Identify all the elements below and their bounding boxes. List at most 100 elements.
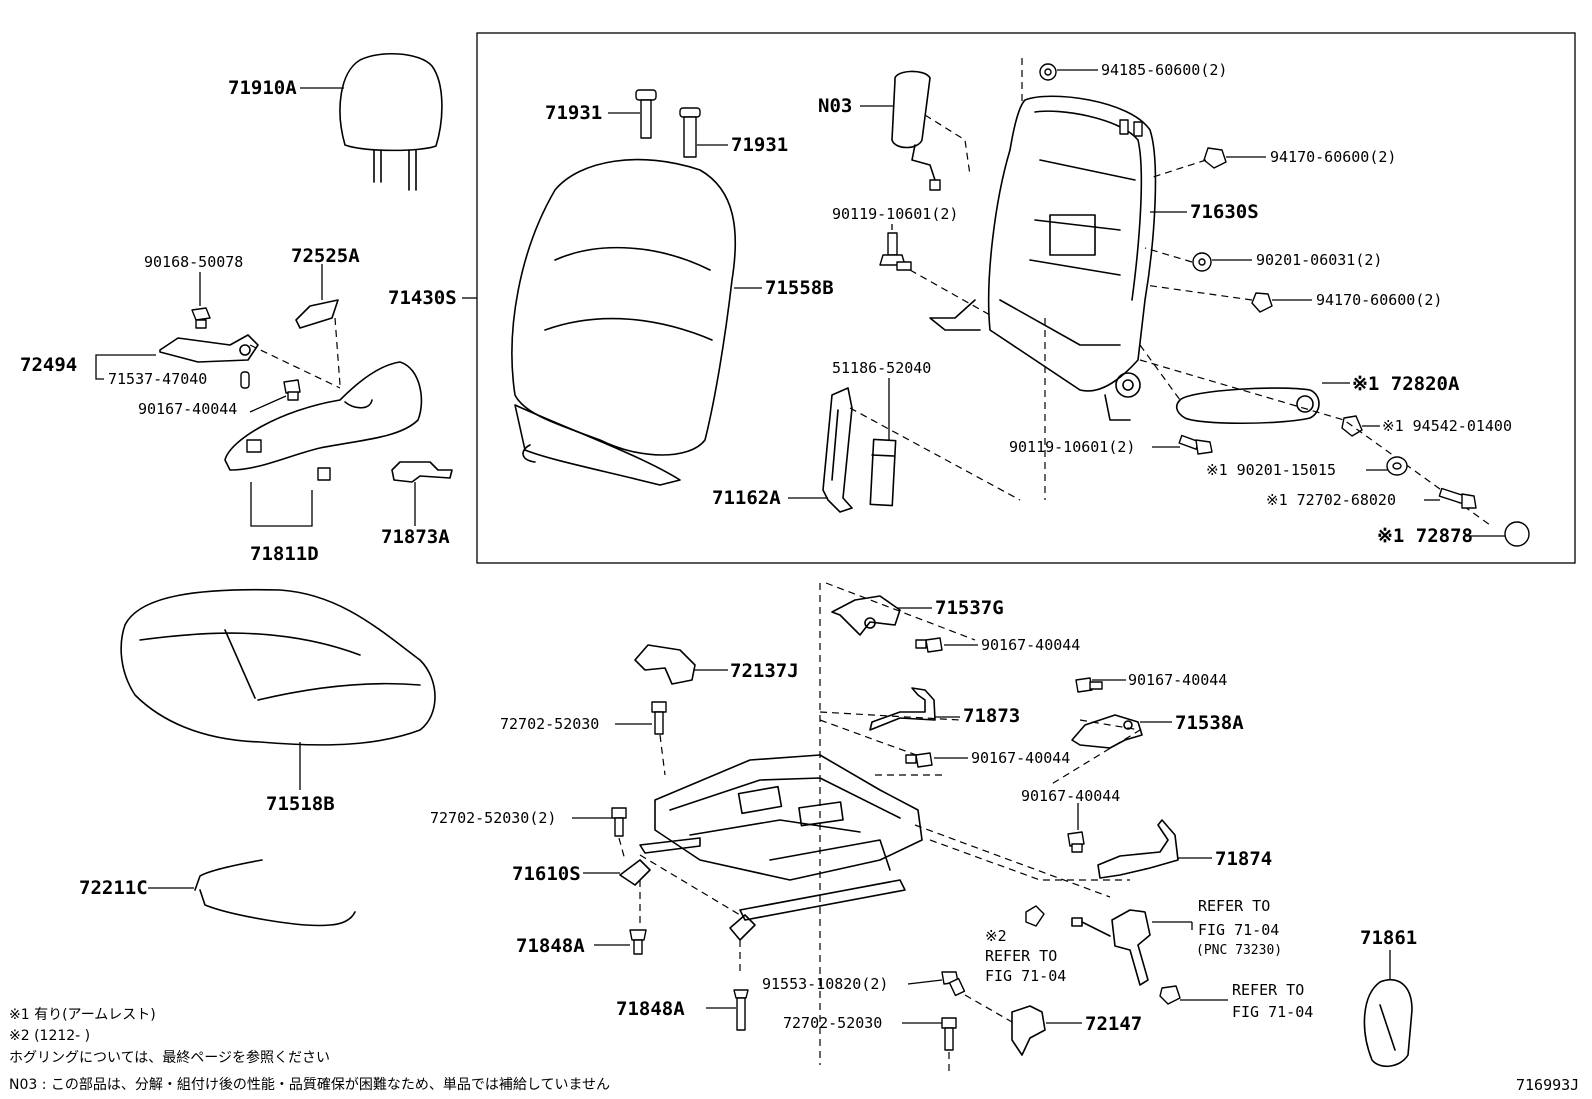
bracket-71873A-part <box>391 461 453 483</box>
washer-90201-06031 <box>1192 252 1212 272</box>
label-refer-1b: FIG 71-04 <box>985 967 1066 985</box>
cover-72147-part <box>1011 1005 1046 1056</box>
seat-cushion-part <box>120 588 436 746</box>
seatback-frame-part <box>929 95 1157 421</box>
label-refer-2a: REFER TO <box>1198 897 1270 915</box>
screw-90167-right-upper <box>1075 677 1103 693</box>
cover-72137J-part <box>634 644 696 685</box>
label-91553-10820: 91553-10820(2) <box>762 975 888 993</box>
bolt-72702-52030-left <box>611 807 627 837</box>
label-71861: 71861 <box>1360 927 1417 949</box>
bolt-72702-52030-lower <box>941 1017 957 1051</box>
label-72702-52030-lower: 72702-52030 <box>783 1014 882 1032</box>
label-71610S: 71610S <box>512 863 581 885</box>
screw-90167-upper <box>915 637 943 653</box>
label-71558B: 71558B <box>765 277 834 299</box>
seatback-cushion-part <box>511 158 737 486</box>
lever-72494-part <box>159 334 259 363</box>
footnote-1: ※1 有り(アームレスト) <box>9 1007 156 1023</box>
label-72878: ※1 72878 <box>1377 525 1473 547</box>
label-90167-40044-right-upper: 90167-40044 <box>1128 671 1227 689</box>
label-72525A: 72525A <box>291 245 360 267</box>
label-71931-right: 71931 <box>731 134 788 156</box>
seat-track-frame-part <box>619 754 923 941</box>
clip-note2-part <box>1025 905 1045 927</box>
label-refer-1a: REFER TO <box>985 947 1057 965</box>
sensor-51186-part <box>869 438 897 507</box>
label-90168-50078: 90168-50078 <box>144 253 243 271</box>
bracket-71874-part <box>1097 819 1179 879</box>
bracket-71537G-part <box>831 595 901 636</box>
cover-71861-part <box>1363 979 1413 1068</box>
label-71931-left: 71931 <box>545 102 602 124</box>
label-refer-2c: (PNC 73230) <box>1196 943 1282 958</box>
headrest-support-part <box>635 89 701 158</box>
cap-71537-47040 <box>240 371 250 389</box>
bracket-71162A-part <box>822 387 853 513</box>
label-72702-52030-2: 72702-52030(2) <box>430 809 556 827</box>
label-71630S: 71630S <box>1190 201 1259 223</box>
label-90167-40044-lower: 90167-40044 <box>1021 787 1120 805</box>
pin-71848A-lower <box>733 989 749 1031</box>
label-71874: 71874 <box>1215 848 1272 870</box>
label-71518B: 71518B <box>266 793 335 815</box>
label-94542-01400: ※1 94542-01400 <box>1382 417 1512 435</box>
label-72820A: ※1 72820A <box>1352 373 1460 395</box>
headrest-part <box>339 52 443 191</box>
bolt-72702-52030-upper <box>651 701 667 735</box>
armrest-part <box>1175 387 1320 425</box>
label-71873A: 71873A <box>381 526 450 548</box>
label-refer-3b: FIG 71-04 <box>1232 1003 1313 1021</box>
screw-90167-middle <box>905 752 933 768</box>
label-71537G: 71537G <box>935 597 1004 619</box>
footnote-4: N03 : この部品は、分解・組付け後の性能・品質確保が困難なため、単品では補給… <box>9 1077 610 1093</box>
bolt-90119-lower <box>1178 434 1213 455</box>
label-90119-10601-lower: 90119-10601(2) <box>1009 438 1135 456</box>
screw-90168-part <box>191 307 211 329</box>
label-refer-3a: REFER TO <box>1232 981 1304 999</box>
pin-71848A-upper <box>629 929 647 955</box>
label-94185-60600: 94185-60600(2) <box>1101 61 1227 79</box>
label-71538A: 71538A <box>1175 712 1244 734</box>
wire-72211C-part <box>194 859 356 927</box>
label-90201-15015: ※1 90201-15015 <box>1206 461 1336 479</box>
footnote-3: ホグリングについては、最終ページを参照ください <box>9 1049 330 1066</box>
bolt-91553-part <box>941 971 966 997</box>
nut-94170-upper <box>1203 147 1227 169</box>
side-airbag-part <box>891 70 941 191</box>
footnote-2: ※2 (1212- ) <box>9 1028 90 1044</box>
label-71162A: 71162A <box>712 487 781 509</box>
label-94170-60600-upper: 94170-60600(2) <box>1270 148 1396 166</box>
bolt-90119-upper <box>879 232 912 271</box>
label-90201-06031: 90201-06031(2) <box>1256 251 1382 269</box>
screw-90167-left <box>283 379 301 401</box>
clip-72525A-part <box>295 299 339 329</box>
label-71537-47040: 71537-47040 <box>108 370 207 388</box>
label-51186-52040: 51186-52040 <box>832 359 931 377</box>
label-90167-40044-upper: 90167-40044 <box>981 636 1080 654</box>
label-72494: 72494 <box>20 354 77 376</box>
bracket-71873-part <box>869 687 936 731</box>
label-71910A: 71910A <box>228 77 297 99</box>
label-71430S: 71430S <box>388 287 457 309</box>
washer-90201-15015 <box>1386 456 1408 476</box>
seatbelt-buckle-part <box>1071 909 1151 986</box>
screw-90167-lower <box>1067 831 1085 853</box>
label-71848A-upper: 71848A <box>516 935 585 957</box>
label-71848A-lower: 71848A <box>616 998 685 1020</box>
label-71873: 71873 <box>963 705 1020 727</box>
label-72137J: 72137J <box>730 660 799 682</box>
nut-94185 <box>1039 63 1057 81</box>
label-72147: 72147 <box>1085 1013 1142 1035</box>
nut-94170-lower <box>1251 292 1273 313</box>
bracket-71538A-part <box>1071 714 1143 749</box>
label-90167-40044-middle: 90167-40044 <box>971 749 1070 767</box>
figure-id: 716993J <box>1516 1076 1579 1094</box>
label-note2: ※2 <box>985 927 1007 945</box>
label-72702-68020: ※1 72702-68020 <box>1266 491 1396 509</box>
label-90167-40044-left: 90167-40044 <box>138 400 237 418</box>
label-refer-2b: FIG 71-04 <box>1198 921 1279 939</box>
shield-71811D-part <box>224 361 423 481</box>
label-71811D: 71811D <box>250 543 319 565</box>
